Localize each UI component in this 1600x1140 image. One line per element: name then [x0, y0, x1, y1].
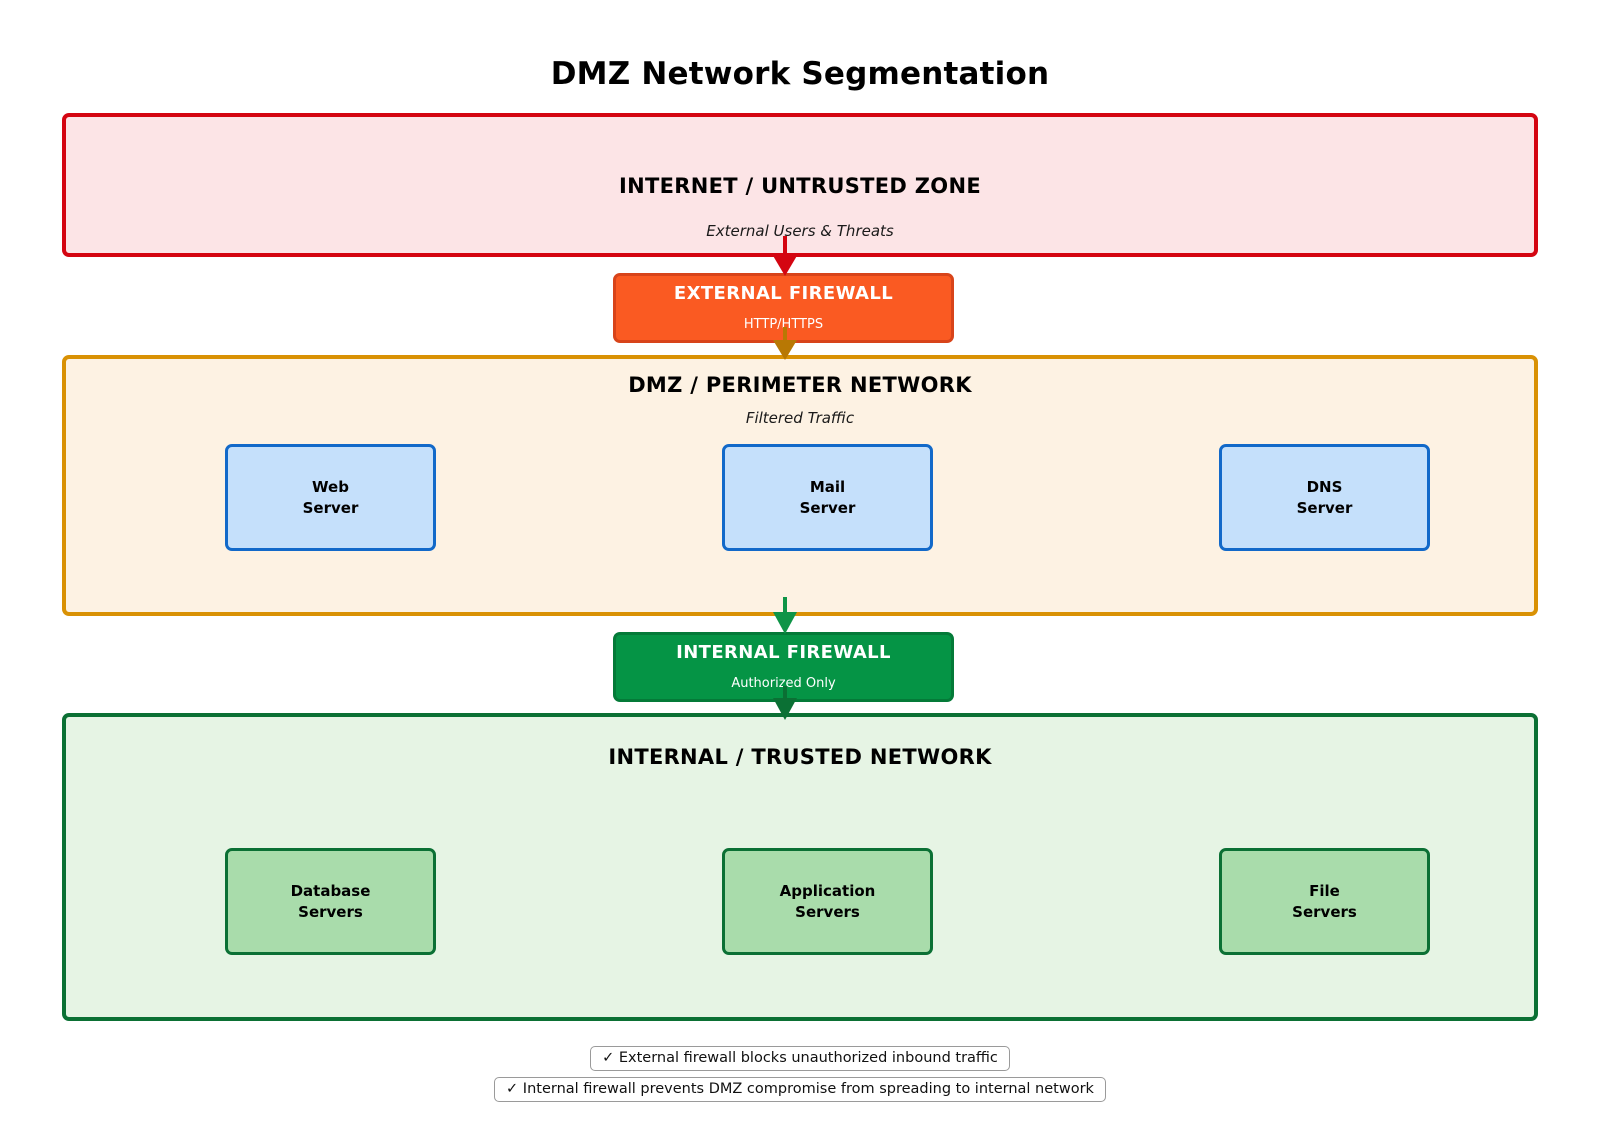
node-database-servers[interactable]: Database Servers	[225, 848, 436, 955]
page-title: DMZ Network Segmentation	[550, 56, 1050, 92]
zone-internet-title: INTERNET / UNTRUSTED ZONE	[619, 174, 981, 198]
node-mail-server[interactable]: Mail Server	[722, 444, 933, 551]
note-internal-firewall: ✓ Internal firewall prevents DMZ comprom…	[494, 1077, 1106, 1102]
node-file-servers[interactable]: File Servers	[1219, 848, 1430, 955]
note-external-firewall: ✓ External firewall blocks unauthorized …	[590, 1046, 1010, 1071]
check-icon: ✓	[506, 1081, 519, 1097]
note-text: Internal firewall prevents DMZ compromis…	[522, 1081, 1094, 1097]
zone-dmz-subtitle: Filtered Traffic	[745, 409, 855, 427]
internal-firewall-subtitle: Authorized Only	[731, 676, 836, 691]
check-icon: ✓	[602, 1050, 615, 1066]
footer-notes: ✓ External firewall blocks unauthorized …	[0, 1046, 1600, 1102]
arrow-internal-firewall-to-internal-network	[773, 686, 797, 720]
external-firewall-title: EXTERNAL FIREWALL	[673, 283, 894, 305]
arrow-external-firewall-to-dmz	[773, 327, 797, 360]
arrow-internet-to-external-firewall	[772, 236, 798, 276]
zone-internet-untrusted: INTERNET / UNTRUSTED ZONE External Users…	[62, 113, 1538, 257]
node-dns-server[interactable]: DNS Server	[1219, 444, 1430, 551]
note-text: External firewall blocks unauthorized in…	[618, 1050, 998, 1066]
arrow-dmz-to-internal-firewall	[773, 597, 797, 634]
zone-dmz-title: DMZ / PERIMETER NETWORK	[628, 373, 972, 397]
node-web-server[interactable]: Web Server	[225, 444, 436, 551]
external-firewall-subtitle: HTTP/HTTPS	[743, 317, 824, 332]
zone-internal-title: INTERNAL / TRUSTED NETWORK	[608, 745, 992, 769]
zone-internet-subtitle: External Users & Threats	[706, 222, 894, 240]
internal-firewall-title: INTERNAL FIREWALL	[676, 642, 891, 664]
node-application-servers[interactable]: Application Servers	[722, 848, 933, 955]
